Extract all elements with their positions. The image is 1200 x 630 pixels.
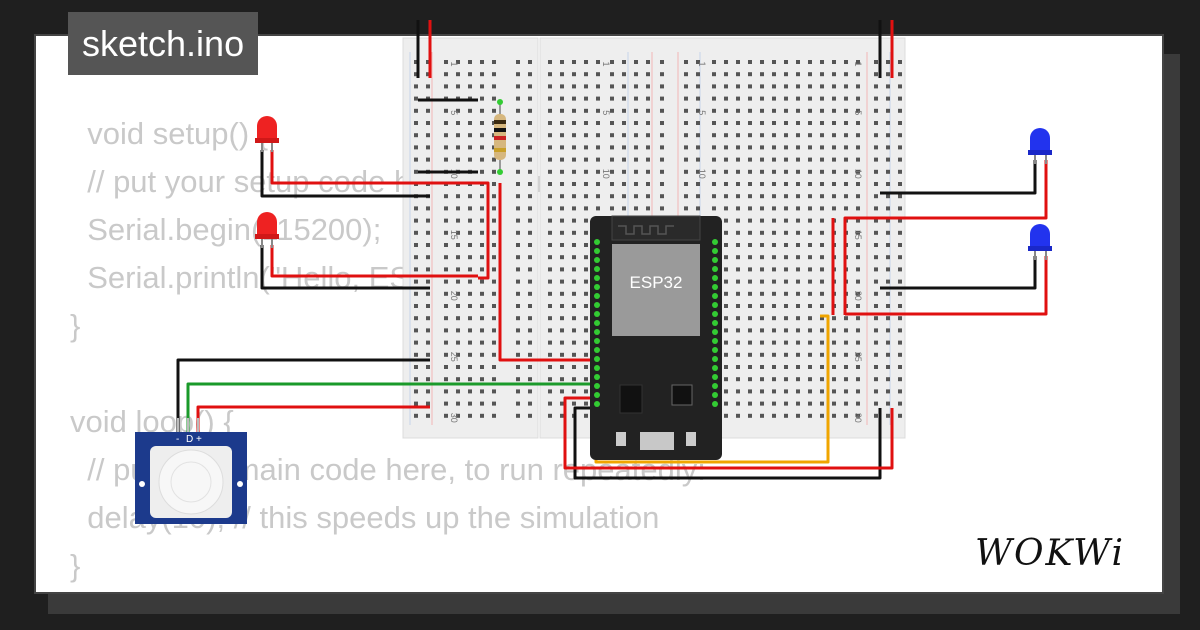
esp32-pin[interactable] — [594, 401, 600, 407]
wire-black — [880, 256, 1037, 290]
esp32-pin[interactable] — [594, 311, 600, 317]
row-number: 10 — [449, 169, 459, 179]
esp32-pin[interactable] — [712, 338, 718, 344]
code-line: Serial.begin(115200); — [70, 212, 382, 247]
row-number: 30 — [853, 413, 863, 423]
led-blue-2[interactable] — [1028, 224, 1052, 260]
row-number: 20 — [449, 291, 459, 301]
power-rail-holes — [414, 60, 430, 418]
row-number: 10 — [697, 169, 707, 179]
row-number: 20 — [853, 291, 863, 301]
esp32-pin[interactable] — [594, 374, 600, 380]
esp32-pin[interactable] — [594, 320, 600, 326]
esp32-pin[interactable] — [594, 347, 600, 353]
sketch-filename-badge: sketch.ino — [68, 12, 259, 75]
wire-black — [260, 150, 430, 198]
breadboard-holes — [548, 60, 902, 418]
esp32-pins-right — [712, 239, 718, 407]
esp32-pin[interactable] — [594, 248, 600, 254]
esp32-pin[interactable] — [594, 338, 600, 344]
esp32-pin[interactable] — [712, 284, 718, 290]
esp32-pin[interactable] — [712, 266, 718, 272]
esp32-pin[interactable] — [594, 284, 600, 290]
row-number: 25 — [853, 352, 863, 362]
wire-red — [845, 256, 1048, 316]
wire-red — [498, 183, 596, 362]
row-number: 15 — [853, 230, 863, 240]
esp32-pin[interactable] — [712, 329, 718, 335]
wire-red — [270, 150, 490, 280]
row-number: 30 — [449, 413, 459, 423]
esp32-pin[interactable] — [594, 275, 600, 281]
esp32-pin[interactable] — [594, 392, 600, 398]
pir-pin-data: D — [186, 434, 193, 445]
resistor — [494, 99, 506, 175]
esp32-pin[interactable] — [712, 302, 718, 308]
row-number: 10 — [601, 169, 611, 179]
esp32-pin[interactable] — [712, 401, 718, 407]
pir-pin-gnd: - — [176, 434, 179, 445]
chip-label: ESP32 — [630, 273, 683, 292]
esp32-pin[interactable] — [594, 329, 600, 335]
wire-black — [260, 245, 430, 290]
esp32-pin[interactable] — [712, 239, 718, 245]
pir-pin-vcc: + — [196, 434, 202, 445]
row-number: 5 — [601, 110, 611, 115]
wire-red — [843, 160, 1048, 315]
esp32-pin[interactable] — [712, 311, 718, 317]
esp32-pin[interactable] — [594, 365, 600, 371]
esp32-pin[interactable] — [594, 383, 600, 389]
esp32-pin[interactable] — [594, 239, 600, 245]
led-blue-1[interactable] — [1028, 128, 1052, 164]
row-number: 5 — [697, 110, 707, 115]
led-red-2[interactable] — [255, 212, 279, 248]
row-number: 15 — [449, 230, 459, 240]
esp32-pin[interactable] — [712, 320, 718, 326]
wire-green — [186, 382, 596, 432]
row-number: 25 — [449, 352, 459, 362]
esp32-pins-left — [594, 239, 600, 407]
led-red-1[interactable] — [255, 116, 279, 152]
code-line: } — [70, 308, 81, 343]
wire-red — [563, 396, 894, 470]
row-number: 10 — [853, 169, 863, 179]
esp32-pin[interactable] — [594, 266, 600, 272]
esp32-pin[interactable] — [712, 347, 718, 353]
esp32-pin[interactable] — [594, 257, 600, 263]
row-number: 1 — [449, 61, 459, 66]
esp32-pin[interactable] — [712, 356, 718, 362]
breadboard-holes — [444, 60, 532, 418]
esp32-pin[interactable] — [712, 275, 718, 281]
esp32-pin[interactable] — [712, 392, 718, 398]
esp32-pin[interactable] — [712, 293, 718, 299]
wire-black — [176, 358, 430, 432]
row-number: 1 — [697, 61, 707, 66]
esp32-pin[interactable] — [594, 356, 600, 362]
wire-black — [880, 160, 1037, 195]
svg-text:WOKWi: WOKWi — [975, 533, 1125, 574]
esp32-pin[interactable] — [712, 365, 718, 371]
esp32-pin[interactable] — [712, 257, 718, 263]
wire-red — [270, 245, 478, 278]
pir-sensor[interactable]: - D + — [135, 418, 247, 524]
esp32-pin[interactable] — [594, 302, 600, 308]
esp32-pin[interactable] — [712, 383, 718, 389]
esp32-pin[interactable] — [712, 248, 718, 254]
esp32-pin[interactable] — [712, 374, 718, 380]
wokwi-logo: WOKWi — [975, 533, 1125, 574]
esp32-board[interactable]: ESP32 — [590, 215, 722, 460]
esp32-pin[interactable] — [594, 293, 600, 299]
row-number: 5 — [853, 110, 863, 115]
row-number: 1 — [601, 61, 611, 66]
wire-red — [196, 405, 430, 432]
row-number: 5 — [449, 110, 459, 115]
code-line: } — [70, 548, 81, 583]
row-number: 1 — [853, 61, 863, 66]
wire-black — [573, 406, 882, 480]
